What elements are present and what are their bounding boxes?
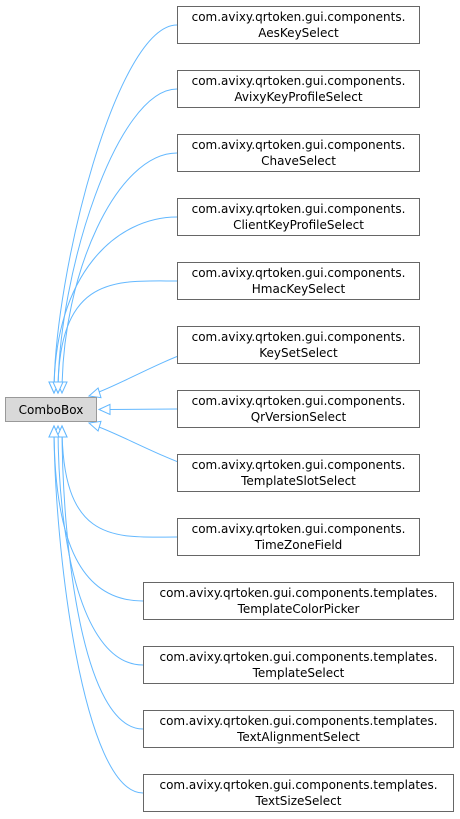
class-label: ClientKeyProfileSelect	[233, 218, 364, 232]
class-node-combobox[interactable]: ComboBox	[5, 397, 97, 422]
inheritance-arrowhead	[56, 424, 68, 438]
class-node-qrversionselect[interactable]: com.avixy.qrtoken.gui.components. QrVersi…	[177, 390, 420, 428]
class-node-textsizeselect[interactable]: com.avixy.qrtoken.gui.components.templat…	[143, 774, 454, 812]
package-label: com.avixy.qrtoken.gui.components.	[191, 458, 406, 472]
class-label: KeySetSelect	[259, 346, 338, 360]
package-label: com.avixy.qrtoken.gui.components.	[191, 266, 406, 280]
inheritance-edge	[108, 408, 178, 410]
inheritance-edge	[61, 425, 178, 538]
class-node-hmackeyselect[interactable]: com.avixy.qrtoken.gui.components. HmacKey…	[177, 262, 420, 300]
package-label: com.avixy.qrtoken.gui.components.	[191, 138, 406, 152]
inheritance-arrowhead	[87, 387, 102, 399]
class-label: HmacKeySelect	[251, 282, 346, 296]
class-label: AesKeySelect	[258, 26, 339, 40]
class-label: TextSizeSelect	[255, 794, 342, 808]
class-label: AvixyKeyProfileSelect	[234, 90, 363, 104]
inheritance-edge	[53, 425, 144, 794]
inheritance-edge	[61, 425, 144, 730]
inheritance-edge	[57, 280, 178, 394]
class-label: QrVersionSelect	[250, 410, 347, 424]
class-node-avixykeyprofileselect[interactable]: com.avixy.qrtoken.gui.components. AvixyKe…	[177, 70, 420, 108]
inheritance-edge	[57, 425, 144, 666]
class-node-clientkeyprofileselect[interactable]: com.avixy.qrtoken.gui.components. ClientK…	[177, 198, 420, 236]
inheritance-arrowhead	[48, 424, 60, 438]
package-label: com.avixy.qrtoken.gui.components.templat…	[159, 778, 438, 792]
class-node-chaveselect[interactable]: com.avixy.qrtoken.gui.components. ChaveSe…	[177, 134, 420, 172]
package-label: com.avixy.qrtoken.gui.components.	[191, 10, 406, 24]
inheritance-arrowhead	[87, 420, 102, 432]
inheritance-edge	[53, 24, 178, 394]
class-node-aeskeyselect[interactable]: com.avixy.qrtoken.gui.components. AesKeyS…	[177, 6, 420, 44]
class-label: TemplateSelect	[252, 666, 345, 680]
class-node-timezonefield[interactable]: com.avixy.qrtoken.gui.components. TimeZon…	[177, 518, 420, 556]
class-label: TimeZoneField	[254, 538, 343, 552]
inheritance-arrowhead	[97, 403, 111, 416]
class-node-templateselect[interactable]: com.avixy.qrtoken.gui.components.templat…	[143, 646, 454, 684]
class-label: ChaveSelect	[261, 154, 336, 168]
class-node-keysetselect[interactable]: com.avixy.qrtoken.gui.components. KeySetS…	[177, 326, 420, 364]
package-label: com.avixy.qrtoken.gui.components.	[191, 74, 406, 88]
package-label: com.avixy.qrtoken.gui.components.templat…	[159, 586, 438, 600]
class-label: TemplateColorPicker	[237, 602, 360, 616]
package-label: com.avixy.qrtoken.gui.components.templat…	[159, 650, 438, 664]
package-label: com.avixy.qrtoken.gui.components.	[191, 522, 406, 536]
inheritance-edge	[53, 216, 178, 394]
class-node-templatecolorpicker[interactable]: com.avixy.qrtoken.gui.components.templat…	[143, 582, 454, 620]
package-label: com.avixy.qrtoken.gui.components.	[191, 330, 406, 344]
class-node-templateslotselect[interactable]: com.avixy.qrtoken.gui.components. Templat…	[177, 454, 420, 492]
package-label: com.avixy.qrtoken.gui.components.	[191, 394, 406, 408]
class-label-combobox: ComboBox	[18, 402, 84, 417]
class-label: TemplateSlotSelect	[241, 474, 356, 488]
package-label: com.avixy.qrtoken.gui.components.	[191, 202, 406, 216]
class-node-textalignmentselect[interactable]: com.avixy.qrtoken.gui.components.templat…	[143, 710, 454, 748]
inheritance-edge	[53, 425, 144, 602]
inheritance-arrowhead	[52, 381, 64, 395]
package-label: com.avixy.qrtoken.gui.components.templat…	[159, 714, 438, 728]
class-label: TextAlignmentSelect	[237, 730, 360, 744]
inheritance-edge	[57, 88, 178, 394]
inheritance-edge	[61, 152, 178, 394]
